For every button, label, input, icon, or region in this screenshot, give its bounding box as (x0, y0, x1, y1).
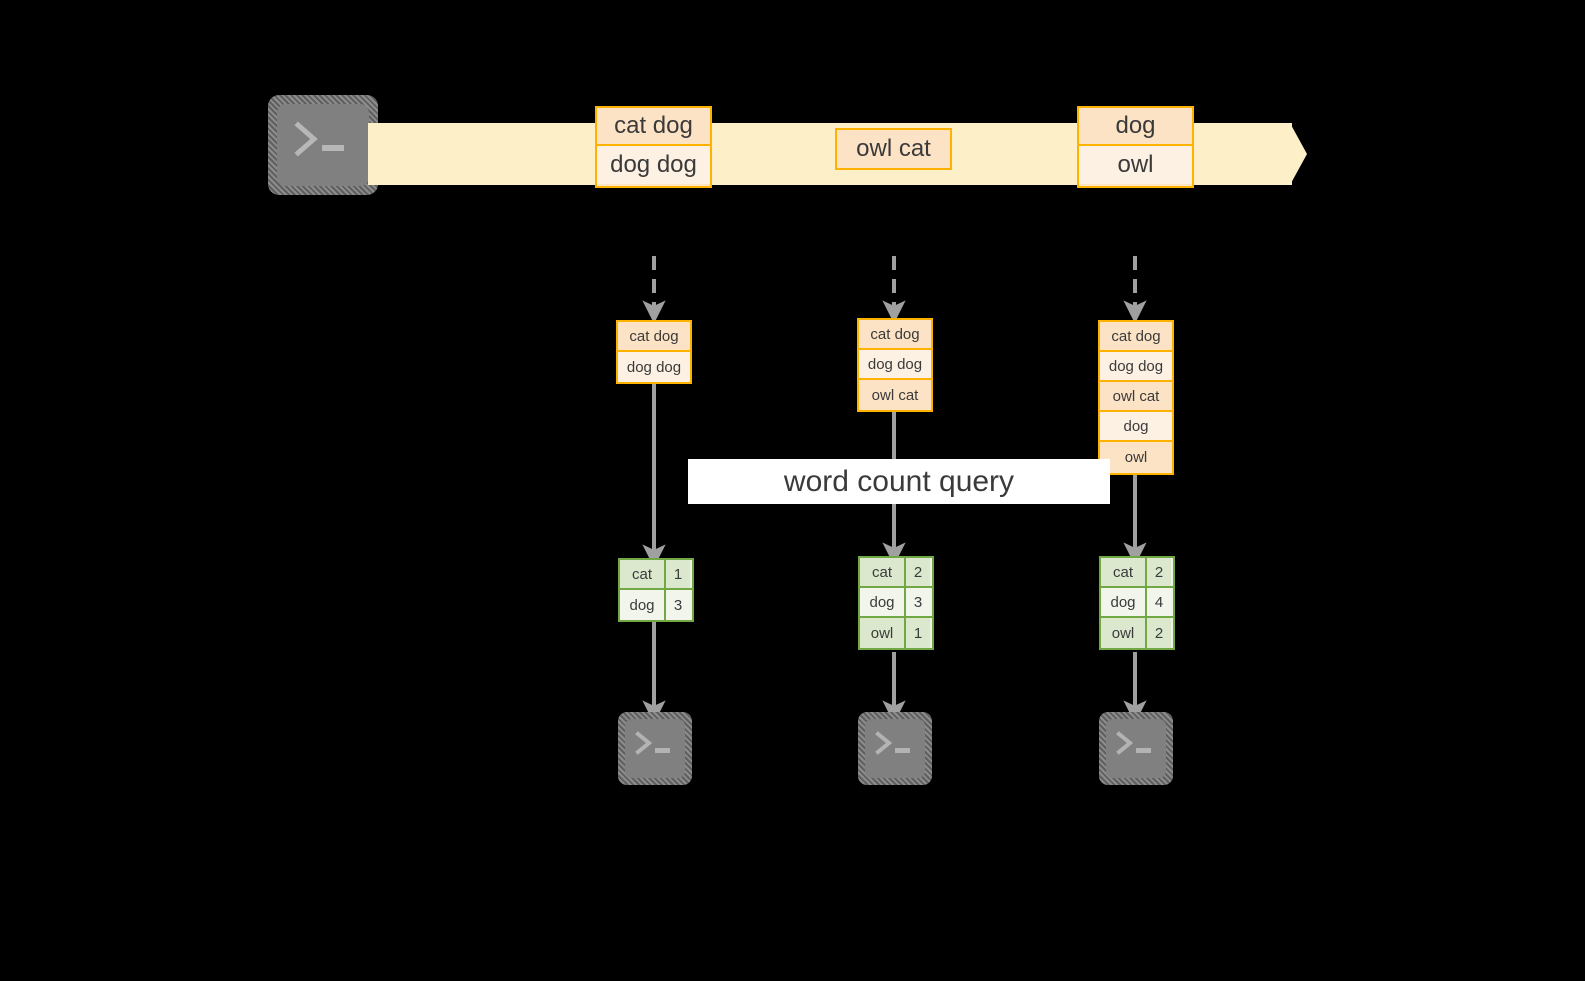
terminal-prompt-icon (294, 121, 344, 157)
stream-event-line: owl cat (837, 130, 950, 168)
snapshot-input-line: cat dog (859, 320, 931, 350)
result-count: 3 (906, 588, 930, 616)
snapshot-input-line: owl cat (859, 380, 931, 410)
result-count: 2 (1147, 618, 1171, 648)
result-table: cat 1 dog 3 (618, 558, 694, 622)
table-row: cat 2 (860, 558, 932, 588)
result-table: cat 2 dog 3 owl 1 (858, 556, 934, 650)
stream-event-line: cat dog (597, 108, 710, 146)
snapshot-input-stack: cat dog dog dog owl cat (857, 318, 933, 412)
result-count: 3 (666, 590, 690, 620)
result-count: 1 (666, 560, 690, 588)
snapshot-input-line: cat dog (618, 322, 690, 352)
terminal-prompt-icon (875, 731, 910, 755)
result-count: 4 (1147, 588, 1171, 616)
table-row: owl 1 (860, 618, 932, 648)
table-row: dog 3 (620, 590, 692, 620)
sink-terminal-icon (858, 712, 932, 785)
stream-event-group: dog owl (1077, 106, 1194, 188)
table-row: cat 1 (620, 560, 692, 590)
snapshot-input-stack: cat dog dog dog (616, 320, 692, 384)
stream-event-group: owl cat (835, 128, 952, 170)
table-row: dog 4 (1101, 588, 1173, 618)
sink-terminal-icon (618, 712, 692, 785)
result-word: owl (860, 618, 906, 648)
stream-event-line: owl (1079, 146, 1192, 184)
result-word: cat (1101, 558, 1147, 586)
source-terminal-icon (268, 95, 378, 195)
query-banner-label: word count query (783, 464, 1015, 498)
snapshot-input-line: owl (1100, 442, 1172, 472)
snapshot-input-line: dog dog (618, 352, 690, 382)
snapshot-input-line: dog dog (1100, 352, 1172, 382)
stream-arrowhead-icon (1290, 123, 1307, 185)
table-row: dog 3 (860, 588, 932, 618)
result-word: owl (1101, 618, 1147, 648)
snapshot-input-line: dog dog (859, 350, 931, 380)
result-count: 2 (1147, 558, 1171, 586)
result-word: dog (620, 590, 666, 620)
result-count: 1 (906, 618, 930, 648)
terminal-prompt-icon (1116, 731, 1151, 755)
stream-event-line: dog (1079, 108, 1192, 146)
snapshot-input-stack: cat dog dog dog owl cat dog owl (1098, 320, 1174, 475)
result-word: dog (1101, 588, 1147, 616)
table-row: owl 2 (1101, 618, 1173, 648)
stream-event-line: dog dog (597, 146, 710, 184)
result-word: dog (860, 588, 906, 616)
snapshot-input-line: dog (1100, 412, 1172, 442)
snapshot-input-line: owl cat (1100, 382, 1172, 412)
sink-terminal-icon (1099, 712, 1173, 785)
stream-event-group: cat dog dog dog (595, 106, 712, 188)
query-banner: word count query (688, 459, 1110, 504)
terminal-prompt-icon (635, 731, 670, 755)
table-row: cat 2 (1101, 558, 1173, 588)
snapshot-input-line: cat dog (1100, 322, 1172, 352)
result-word: cat (860, 558, 906, 586)
result-count: 2 (906, 558, 930, 586)
result-table: cat 2 dog 4 owl 2 (1099, 556, 1175, 650)
result-word: cat (620, 560, 666, 588)
